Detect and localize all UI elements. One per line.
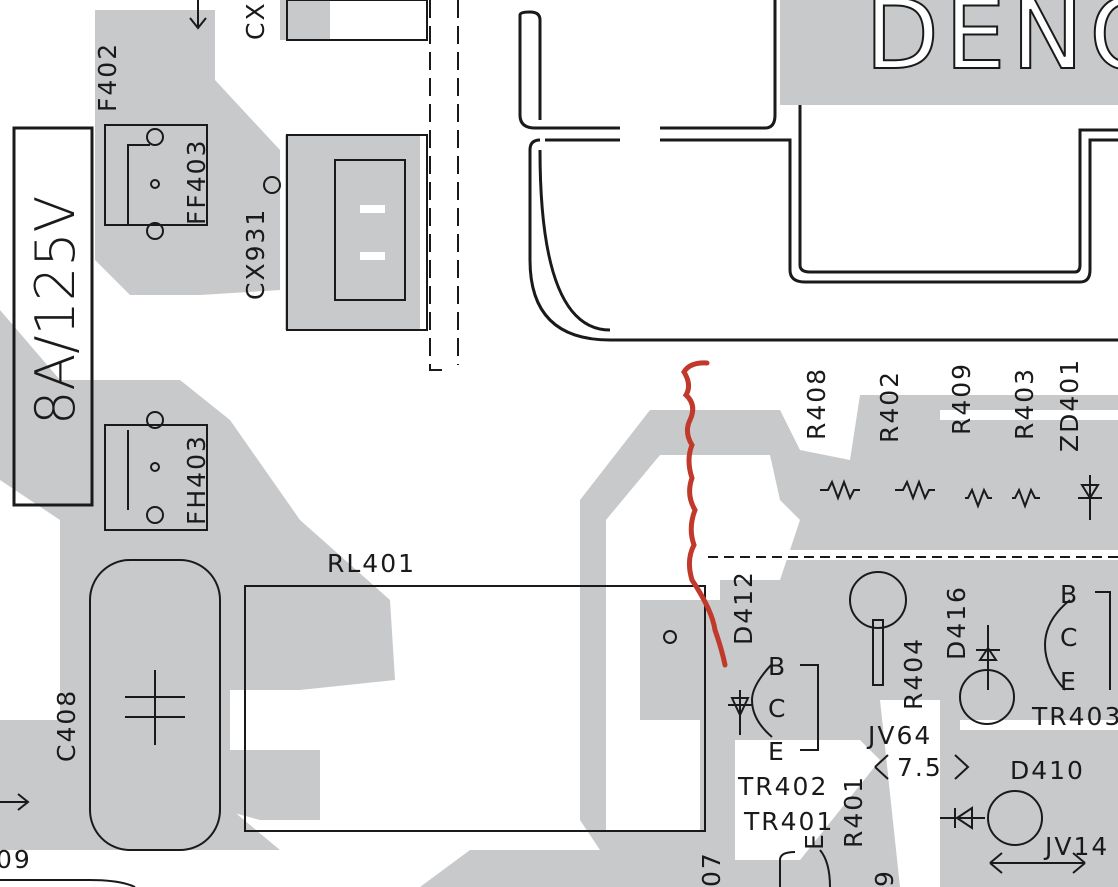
label-tr403: TR403 (1031, 702, 1118, 731)
label-jv64: JV64 (866, 721, 932, 750)
label-tr401-e: E (800, 832, 829, 850)
heatsink-outline (518, 0, 1118, 342)
label-d412: D412 (729, 570, 758, 645)
label-fh403: FH403 (182, 434, 211, 525)
label-ff403: FF403 (182, 139, 211, 225)
label-d410: D410 (1010, 756, 1085, 785)
label-tr402-c: C (768, 694, 787, 723)
resistor-symbols (708, 475, 1118, 887)
label-r403: R403 (1010, 367, 1039, 440)
label-jv64-value: 7.5 (897, 753, 943, 782)
label-jv14: JV14 (1043, 832, 1109, 861)
label-cx931: CX931 (241, 208, 270, 300)
clearance-gaps (606, 410, 1118, 887)
label-9: 9 (870, 869, 899, 887)
label-fuse-rating: 8A/125V (24, 196, 87, 426)
red-annotation-line (681, 360, 728, 668)
label-f402: F402 (93, 42, 122, 112)
label-rl401: RL401 (327, 549, 416, 578)
label-09: 09 (0, 845, 32, 874)
label-d416: D416 (942, 585, 971, 660)
label-r409: R409 (947, 362, 976, 435)
label-tr403-c: C (1060, 623, 1079, 652)
label-tr403-e: E (1060, 667, 1078, 696)
label-tr402-e: E (768, 737, 786, 766)
label-07: 07 (697, 851, 726, 887)
label-r408: R408 (802, 367, 831, 440)
connectors (189, 0, 459, 371)
label-r404: R404 (899, 637, 928, 710)
label-cx9: CX9 (241, 0, 270, 40)
label-tr403-b: B (1060, 580, 1079, 609)
label-tr402-b: B (768, 652, 787, 681)
label-r402: R402 (875, 370, 904, 443)
label-zd401: ZD401 (1055, 358, 1084, 452)
logo-text: DENO (865, 0, 1118, 91)
label-tr402: TR402 (737, 772, 828, 801)
label-tr401: TR401 (743, 807, 834, 836)
label-c408: C408 (52, 689, 81, 762)
label-r401: R401 (839, 775, 868, 848)
fuse-holders (12, 124, 208, 531)
